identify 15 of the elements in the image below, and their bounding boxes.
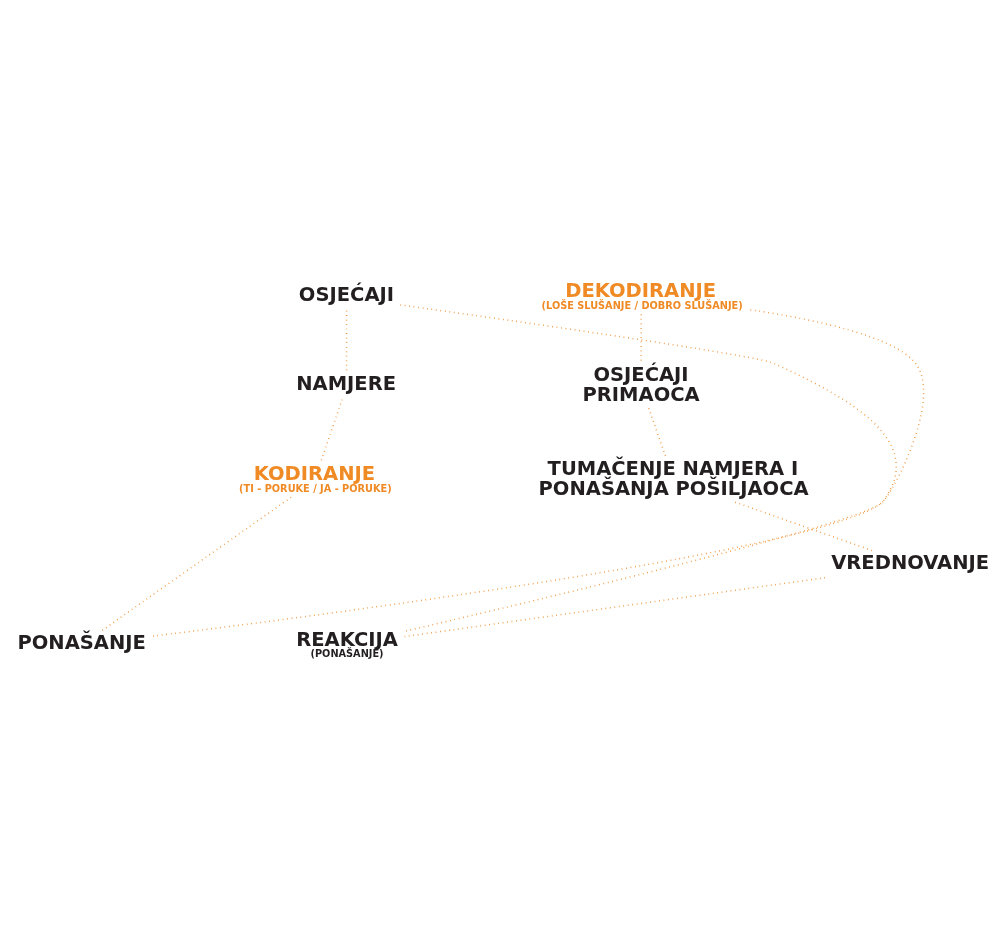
node-text: TUMAČENJE NAMJERA I PONAŠANJA POŠILJAOCA — [538, 456, 809, 500]
connector — [648, 407, 667, 458]
node-text: REAKCIJA (PONAŠANJE) — [296, 627, 398, 659]
connector — [100, 496, 292, 632]
node-text: PONAŠANJE — [17, 630, 146, 654]
node-text: VREDNOVANJE — [831, 550, 990, 574]
node-text: KODIRANJE (TI - PORUKE / JA - PORUKE) — [239, 461, 392, 494]
node-text: NAMJERE — [296, 371, 397, 395]
node-text: DEKODIRANJE (LOŠE SLUŠANJE / DOBRO SLUŠANJE) — [541, 278, 743, 311]
connector — [399, 303, 897, 632]
connector — [320, 398, 343, 463]
node-text: OSJEĆAJI PRIMAOCA — [582, 362, 700, 406]
connector — [734, 500, 875, 552]
node-text: OSJEĆAJI — [298, 282, 395, 306]
connector — [152, 308, 925, 637]
